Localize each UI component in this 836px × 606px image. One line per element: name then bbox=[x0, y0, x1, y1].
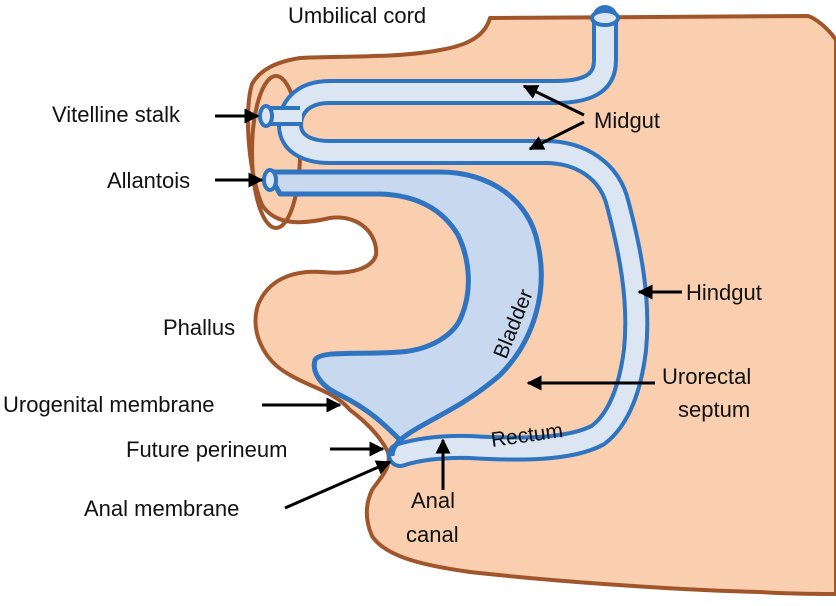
midgut-label: Midgut bbox=[594, 108, 660, 133]
anal-membrane-label: Anal membrane bbox=[84, 496, 239, 521]
urorectal-septum-label-2: septum bbox=[678, 397, 750, 422]
hindgut-label: Hindgut bbox=[686, 280, 762, 305]
umbilical-cord-tube-end bbox=[590, 9, 620, 27]
vitelline-stalk-label: Vitelline stalk bbox=[52, 102, 181, 127]
bladder bbox=[265, 169, 544, 443]
anal-canal-label-2: canal bbox=[406, 522, 459, 547]
urogenital-membrane-label: Urogenital membrane bbox=[3, 392, 215, 417]
urorectal-septum-label-1: Urorectal bbox=[662, 364, 751, 389]
vitelline-stalk-opening bbox=[258, 104, 274, 128]
allantois-opening bbox=[262, 168, 278, 192]
umbilical-cord-label: Umbilical cord bbox=[288, 3, 426, 28]
anal-membrane-arrow bbox=[284, 460, 392, 510]
midgut-arrow-upper bbox=[522, 84, 585, 117]
midgut-arrow-lower bbox=[528, 120, 585, 151]
future-perineum-label: Future perineum bbox=[126, 437, 287, 462]
gut-tube-lumen bbox=[281, 9, 646, 464]
anal-canal-label-1: Anal bbox=[411, 488, 455, 513]
urorectal-septum-tip bbox=[389, 438, 402, 457]
allantois-label: Allantois bbox=[107, 168, 190, 193]
phallus-label: Phallus bbox=[163, 315, 235, 340]
